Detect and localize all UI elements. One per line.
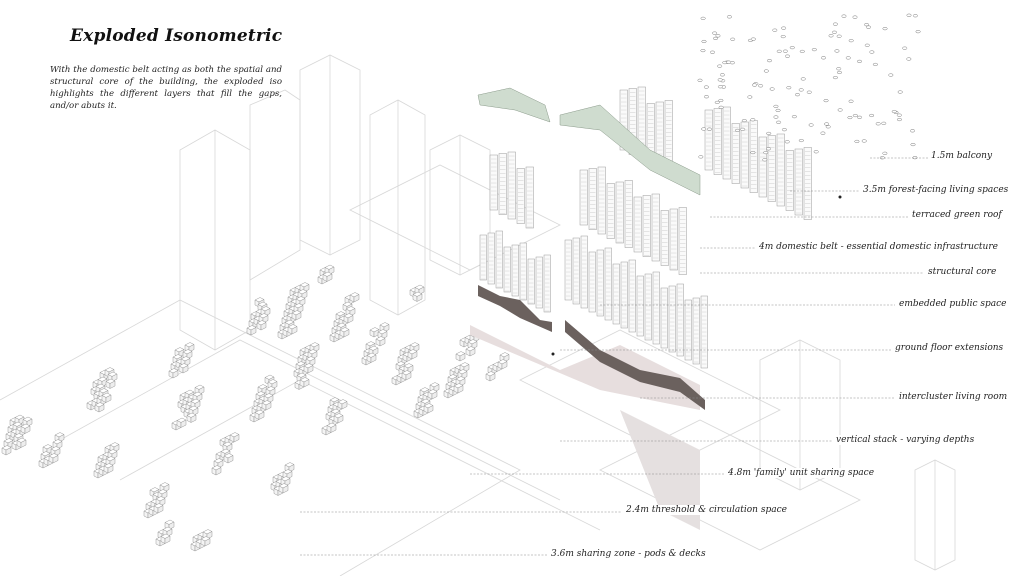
label-vertical-stack: vertical stack - varying depths [834, 435, 977, 445]
tower-layers [470, 13, 921, 530]
label-balcony: 1.5m balcony [929, 151, 995, 161]
label-ground-floor: ground floor extensions [893, 343, 1006, 353]
label-public-space: embedded public space [897, 299, 1009, 309]
label-leader-lines [300, 157, 928, 556]
label-intercluster: intercluster living room [897, 392, 1010, 402]
page-title: Exploded Isonometric [70, 26, 283, 46]
description-text: With the domestic belt acting as both th… [50, 65, 282, 111]
label-forest-living: 3.5m forest-facing living spaces [861, 185, 1010, 195]
label-domestic-belt: 4m domestic belt - essential domestic in… [757, 242, 1000, 252]
label-sharing-zone: 3.6m sharing zone - pods & decks [549, 549, 708, 559]
residential-cluster-modules [1, 264, 510, 552]
label-threshold: 2.4m threshold & circulation space [624, 505, 789, 515]
label-family-unit: 4.8m 'family' unit sharing space [726, 468, 877, 478]
context-buildings [0, 54, 956, 576]
label-green-roof: terraced green roof [910, 210, 1004, 220]
label-structural-core: structural core [926, 267, 999, 277]
